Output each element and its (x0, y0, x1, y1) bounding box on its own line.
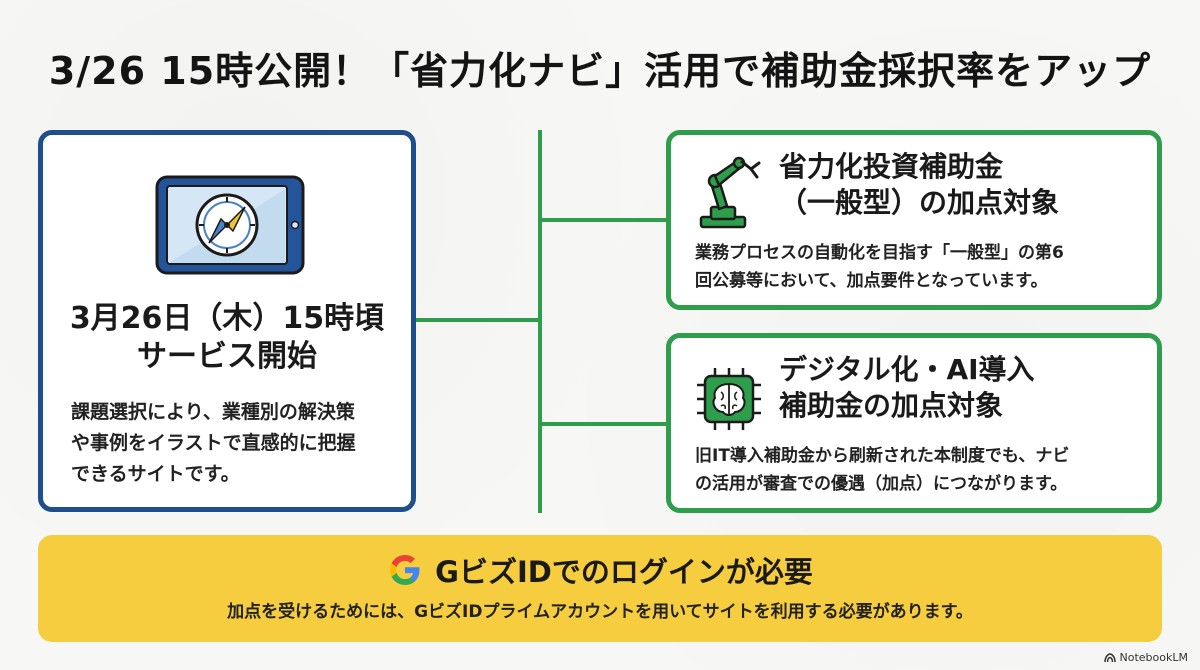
digital-ai-description-line: 旧IT導入補助金から刷新された本制度でも、ナビ (695, 446, 1070, 466)
saving-subsidy-description-line: 回公募等において、加点要件となっています。 (695, 271, 1048, 291)
ai-chip-brain-icon (697, 368, 761, 430)
digital-ai-subsidy-card: デジタル化・AI導入 補助金の加点対象 旧IT導入補助金から刷新された本制度でも… (666, 333, 1162, 513)
notebooklm-watermark: NotebookLM (1103, 651, 1188, 664)
launch-description-line: 課題選択により、業種別の解決策 (71, 401, 355, 423)
digital-ai-subsidy-heading: デジタル化・AI導入 補助金の加点対象 (779, 352, 1149, 424)
launch-date-line: 3月26日（木）15時頃 (69, 301, 385, 336)
page-title: 3/26 15時公開！「省力化ナビ」活用で補助金採択率をアップ (48, 49, 1152, 93)
robot-arm-icon (699, 156, 761, 229)
launch-info-card: 3月26日（木）15時頃 サービス開始 課題選択により、業種別の解決策 や事例を… (38, 130, 416, 512)
digital-ai-subsidy-description: 旧IT導入補助金から刷新された本制度でも、ナビ の活用が審査での優遇（加点）につ… (695, 442, 1145, 498)
connector-left-horizontal (416, 318, 540, 322)
saving-investment-subsidy-card: 省力化投資補助金 （一般型）の加点対象 業務プロセスの自動化を目指す「一般型」の… (666, 130, 1162, 310)
notebooklm-logo-icon (1103, 652, 1116, 662)
saving-subsidy-description: 業務プロセスの自動化を目指す「一般型」の第6 回公募等において、加点要件となって… (695, 239, 1145, 295)
connector-bottom-horizontal (540, 422, 666, 426)
tablet-compass-icon (155, 175, 305, 275)
saving-subsidy-heading-line: （一般型）の加点対象 (779, 186, 1060, 219)
service-start-line: サービス開始 (137, 339, 317, 374)
launch-description: 課題選択により、業種別の解決策 や事例をイラストで直感的に把握 できるサイトです… (71, 397, 401, 490)
gbizid-heading-text: GビズIDでのログインが必要 (435, 555, 813, 589)
saving-subsidy-description-line: 業務プロセスの自動化を目指す「一般型」の第6 (695, 243, 1064, 263)
connector-top-horizontal (540, 218, 666, 222)
digital-ai-heading-line: デジタル化・AI導入 (779, 353, 1035, 386)
watermark-text: NotebookLM (1119, 651, 1188, 664)
google-logo-icon (390, 555, 420, 585)
gbizid-login-banner: GビズIDでのログインが必要 加点を受けるためには、GビズIDプライムアカウント… (38, 535, 1162, 642)
launch-description-line: や事例をイラストで直感的に把握 (71, 432, 356, 454)
digital-ai-heading-line: 補助金の加点対象 (779, 389, 1004, 422)
digital-ai-description-line: の活用が審査での優遇（加点）につながります。 (695, 474, 1068, 494)
launch-date-heading: 3月26日（木）15時頃 サービス開始 (43, 300, 411, 376)
saving-subsidy-heading: 省力化投資補助金 （一般型）の加点対象 (779, 149, 1149, 221)
gbizid-heading: GビズIDでのログインが必要 (38, 549, 1162, 591)
connector-vertical-trunk (538, 130, 542, 513)
gbizid-description: 加点を受けるためには、GビズIDプライムアカウントを用いてサイトを利用する必要が… (227, 602, 973, 622)
launch-description-line: できるサイトです。 (71, 463, 240, 485)
saving-subsidy-heading-line: 省力化投資補助金 (779, 150, 1004, 183)
